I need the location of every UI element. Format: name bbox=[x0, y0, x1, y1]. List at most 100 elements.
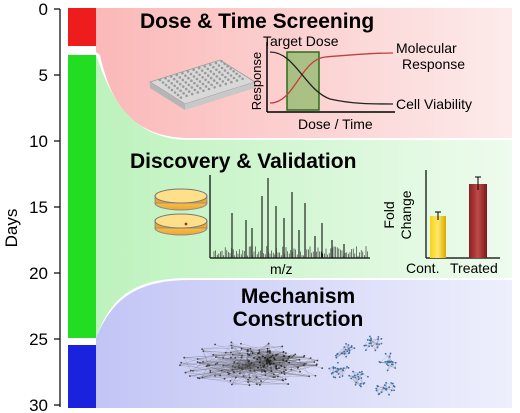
network-edge bbox=[252, 350, 268, 354]
network-edge bbox=[265, 362, 270, 372]
network-node bbox=[366, 338, 369, 341]
well bbox=[221, 73, 224, 76]
network-edge bbox=[365, 343, 370, 351]
network-node bbox=[357, 375, 360, 378]
network-edge bbox=[336, 351, 348, 358]
network-node bbox=[233, 371, 236, 374]
network-node bbox=[336, 367, 339, 370]
network-edge bbox=[384, 385, 392, 391]
network-node bbox=[340, 352, 343, 355]
network-edge bbox=[230, 351, 252, 381]
network-node bbox=[360, 385, 362, 388]
well bbox=[164, 77, 167, 80]
network-node bbox=[346, 365, 348, 368]
network-node bbox=[256, 383, 258, 386]
network-node bbox=[278, 367, 281, 370]
stage3-band bbox=[96, 280, 512, 408]
network-edge bbox=[199, 362, 236, 378]
network-node bbox=[305, 363, 307, 365]
network-node bbox=[360, 382, 362, 385]
network-edge bbox=[263, 364, 271, 368]
network-node bbox=[262, 355, 264, 358]
network-node bbox=[339, 367, 342, 370]
network-edge bbox=[231, 377, 236, 385]
well bbox=[220, 60, 223, 63]
network-node bbox=[359, 384, 361, 387]
network-edge bbox=[369, 343, 376, 351]
network-edge bbox=[349, 375, 362, 387]
network-node bbox=[360, 377, 363, 379]
well bbox=[218, 70, 221, 74]
network-node bbox=[389, 352, 392, 355]
network-edge bbox=[377, 385, 379, 395]
network-node bbox=[189, 369, 192, 372]
axis-tick-label: 5 bbox=[39, 66, 48, 85]
network-edge bbox=[207, 352, 232, 366]
well bbox=[187, 83, 191, 87]
network-node bbox=[245, 363, 247, 366]
network-edge bbox=[185, 370, 191, 373]
network-node bbox=[249, 367, 252, 369]
axis-tick-label: 30 bbox=[29, 396, 48, 413]
network-edge bbox=[269, 364, 272, 372]
network-node bbox=[268, 359, 271, 362]
network-node bbox=[313, 361, 316, 363]
network-node bbox=[368, 342, 371, 345]
network-edge bbox=[387, 362, 391, 371]
network-node bbox=[287, 357, 290, 360]
network-node bbox=[347, 352, 350, 355]
network-node bbox=[206, 364, 209, 367]
well bbox=[190, 86, 194, 89]
network-edge bbox=[199, 378, 289, 385]
network-node bbox=[374, 349, 377, 352]
network-node bbox=[341, 375, 344, 377]
network-edge bbox=[337, 346, 345, 354]
network-node bbox=[251, 352, 254, 354]
network-edge bbox=[269, 361, 285, 368]
molecular-response-label-2: Response bbox=[402, 56, 465, 72]
network-node bbox=[208, 364, 211, 367]
network-node bbox=[242, 375, 245, 378]
well bbox=[178, 76, 182, 79]
network-node bbox=[246, 365, 249, 368]
network-node bbox=[273, 357, 275, 359]
well bbox=[214, 61, 218, 65]
network-edge bbox=[243, 370, 264, 377]
well bbox=[193, 88, 197, 92]
network-edge bbox=[251, 357, 265, 364]
well bbox=[179, 89, 182, 93]
network-edge bbox=[203, 351, 294, 356]
network-edge bbox=[215, 375, 283, 381]
network-node bbox=[192, 369, 194, 372]
network-node bbox=[390, 360, 393, 363]
network-node bbox=[234, 366, 236, 369]
network-node bbox=[364, 349, 367, 351]
network-edge bbox=[352, 371, 358, 375]
network-graph-clusters bbox=[328, 335, 397, 396]
well bbox=[241, 77, 244, 81]
network-node bbox=[275, 367, 278, 370]
network-edge bbox=[269, 356, 284, 358]
network-node bbox=[222, 357, 224, 359]
network-node bbox=[386, 369, 389, 372]
network-node bbox=[299, 370, 302, 373]
network-edge bbox=[206, 365, 228, 373]
network-node bbox=[219, 374, 221, 377]
network-edge bbox=[217, 352, 226, 364]
network-edge bbox=[197, 358, 262, 368]
network-node bbox=[303, 354, 306, 357]
network-node bbox=[285, 352, 287, 355]
molecular-response-label-1: Molecular bbox=[396, 40, 457, 56]
network-node bbox=[230, 341, 233, 344]
network-edge bbox=[270, 358, 275, 364]
network-node bbox=[352, 370, 354, 373]
network-edge bbox=[342, 346, 345, 354]
well bbox=[212, 65, 215, 69]
well bbox=[197, 66, 201, 70]
network-node bbox=[353, 347, 356, 350]
network-node bbox=[264, 374, 267, 377]
well bbox=[229, 67, 232, 71]
well bbox=[176, 93, 180, 97]
network-node bbox=[380, 342, 383, 345]
bar-label-treated: Treated bbox=[450, 260, 498, 276]
